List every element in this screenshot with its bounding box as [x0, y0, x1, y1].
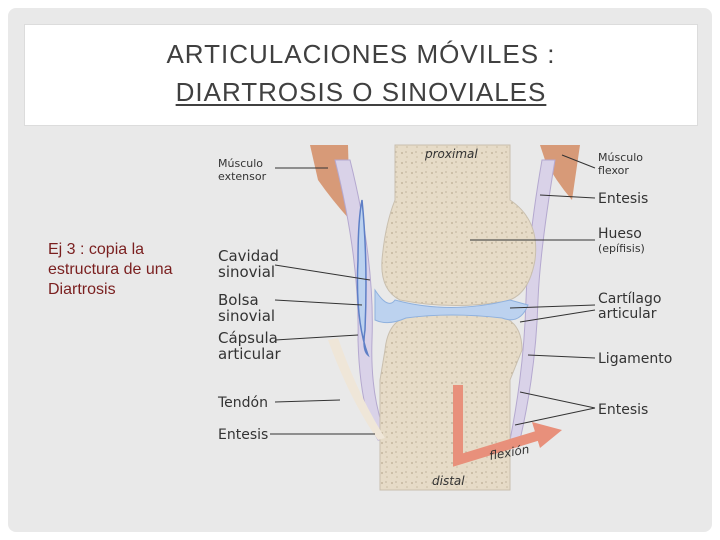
label-entesis-top: Entesis — [598, 191, 648, 207]
label-bolsa-1: Bolsa — [218, 291, 259, 309]
label-hueso: Hueso — [598, 226, 642, 242]
label-capsula-1: Cápsula — [218, 329, 278, 347]
label-musculo-extensor-1: Músculo — [218, 157, 263, 170]
label-cartilago-1: Cartílago — [598, 291, 661, 307]
proximal-bone — [381, 144, 537, 307]
flexion-arrowhead — [532, 422, 562, 448]
exercise-note: Ej 3 : copia la estructura de una Diartr… — [48, 241, 173, 298]
label-capsula-2: articular — [218, 345, 282, 363]
flexor-muscle — [540, 145, 580, 200]
label-musculo-flexor-1: Músculo — [598, 151, 643, 164]
slide-subtitle: DIARTROSIS O SINOVIALES — [175, 77, 547, 107]
title-box: ARTICULACIONES MÓVILES : DIARTROSIS O SI… — [24, 24, 698, 126]
proximal-label: proximal — [424, 147, 478, 161]
synovial-cavity — [374, 288, 529, 324]
distal-bone — [379, 312, 523, 491]
label-musculo-flexor-2: flexor — [598, 164, 629, 177]
label-tendon: Tendón — [217, 395, 268, 411]
knee-joint-diagram: proximal distal flexión Músculo extensor… — [210, 140, 690, 495]
label-cavidad-1: Cavidad — [218, 247, 279, 265]
synovial-bursa — [356, 199, 370, 358]
tendon — [328, 338, 385, 440]
label-musculo-extensor-2: extensor — [218, 170, 267, 183]
distal-label: distal — [432, 474, 465, 488]
flexion-label: flexión — [488, 442, 530, 463]
left-leader-lines — [270, 167, 375, 435]
slide-title: ARTICULACIONES MÓVILES : — [166, 39, 556, 69]
label-cavidad-2: sinovial — [218, 263, 275, 281]
label-bolsa-2: sinovial — [218, 307, 275, 325]
label-cartilago-2: articular — [598, 306, 657, 322]
label-ligamento: Ligamento — [598, 351, 672, 367]
label-epifisis: (epífisis) — [598, 242, 645, 255]
label-entesis-left: Entesis — [218, 427, 268, 443]
joint-illustration: proximal distal flexión Músculo extensor… — [217, 144, 672, 491]
label-entesis-bottom: Entesis — [598, 402, 648, 418]
flexion-arrow — [453, 385, 542, 467]
right-leader-lines — [470, 154, 596, 426]
